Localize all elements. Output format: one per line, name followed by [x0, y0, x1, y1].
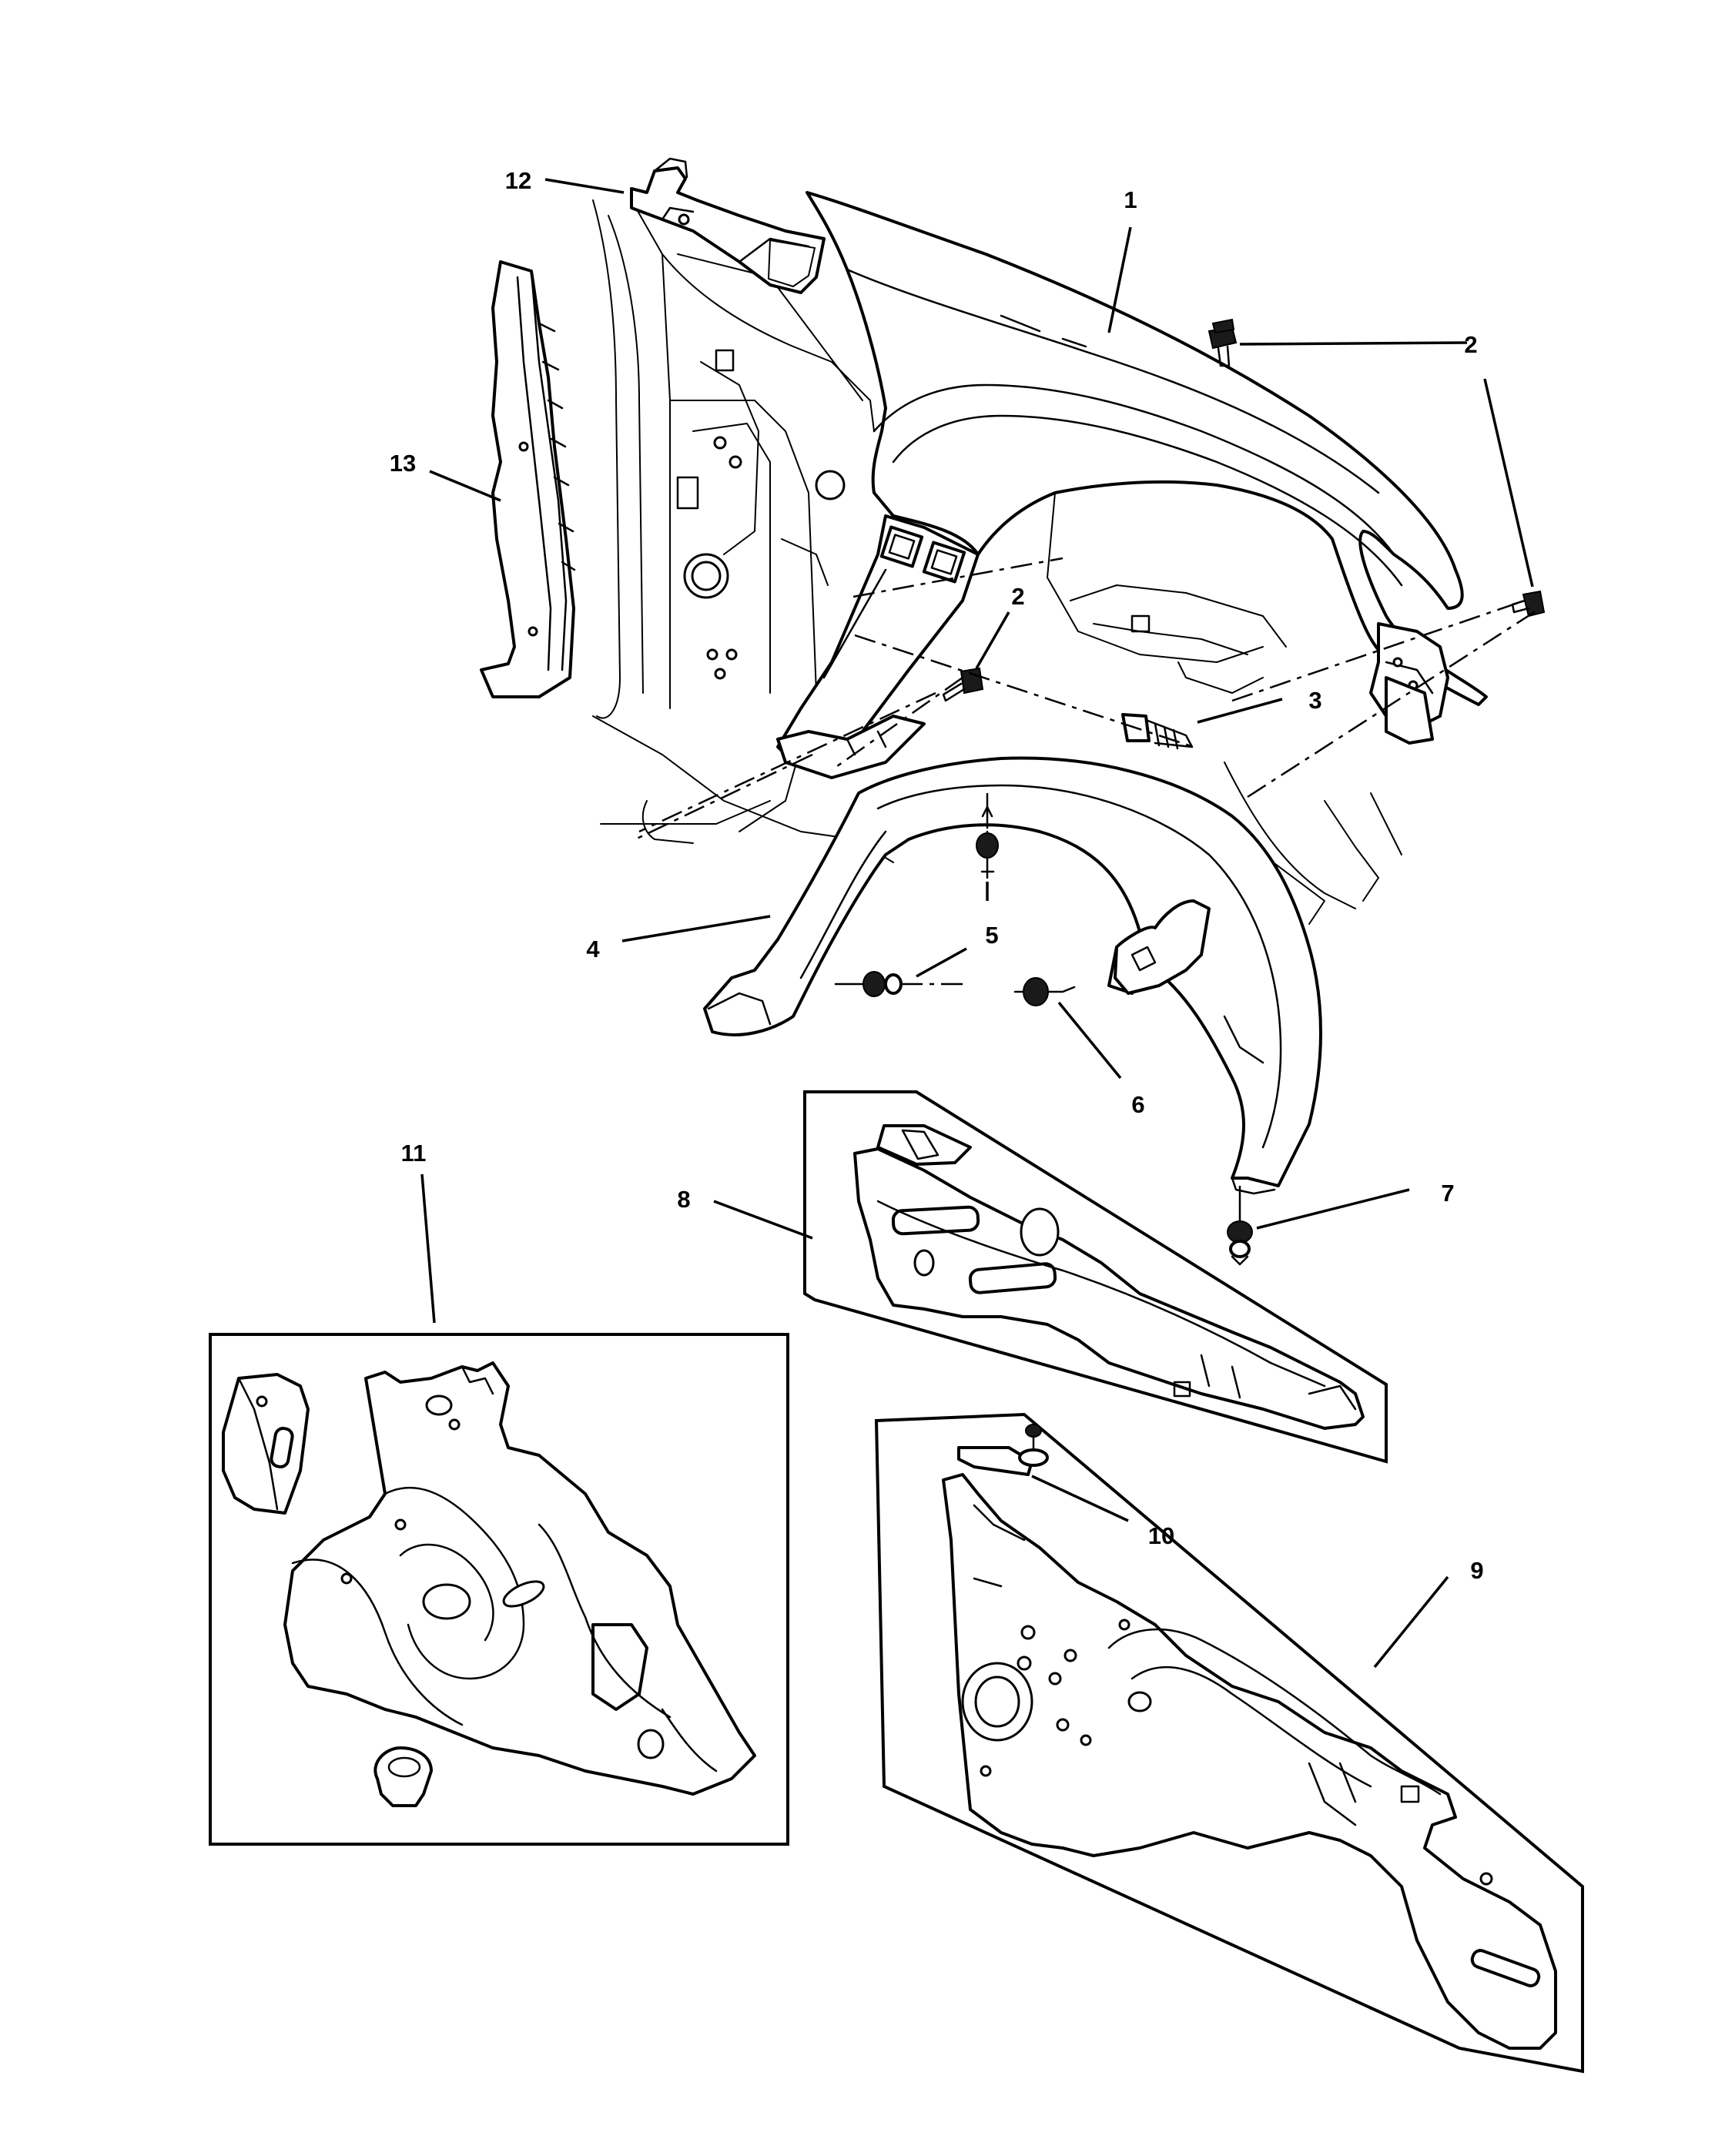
- callout-4: 4: [586, 936, 600, 962]
- part-3-stud: [1121, 713, 1194, 750]
- part-1-lower-bracket: [776, 514, 980, 779]
- leader-10: [1031, 1475, 1129, 1522]
- leader-12: [544, 178, 625, 194]
- part-2-bolt-upper: [1208, 318, 1238, 367]
- callout-5: 5: [985, 922, 998, 949]
- vehicle-body-structure: [592, 199, 1402, 925]
- part-1-fender: [806, 191, 1488, 745]
- leader-6: [1057, 1001, 1122, 1080]
- callout-12: 12: [505, 167, 531, 194]
- part-2-bolt-right: [1511, 590, 1546, 618]
- leader-3: [1197, 698, 1283, 724]
- part-8-frame: [803, 1090, 1388, 1464]
- leader-4: [621, 915, 771, 942]
- leader-7: [1256, 1188, 1410, 1230]
- callout-6: 6: [1131, 1091, 1144, 1118]
- callout-2-middle: 2: [1011, 583, 1024, 610]
- leader-11: [420, 1173, 436, 1324]
- part-11-frame: [209, 1333, 789, 1846]
- callout-3: 3: [1308, 687, 1321, 714]
- part-9-frame: [874, 1412, 1584, 2074]
- part-13-pillar-seal: [480, 260, 576, 698]
- leader-5: [916, 947, 967, 978]
- part-7-clip: [1227, 1204, 1253, 1266]
- callout-11: 11: [401, 1140, 427, 1167]
- leader-2-middle: [975, 611, 1010, 669]
- part-4-wheelhouse-liner: [703, 756, 1322, 1195]
- leader-lines: [420, 178, 1534, 1669]
- part-11-wheelhouse-assembly: [209, 1333, 789, 1846]
- callout-1: 1: [1124, 186, 1137, 213]
- leader-1: [1107, 226, 1132, 333]
- callout-7: 7: [1441, 1180, 1454, 1207]
- part-10-bracket: [957, 1424, 1049, 1476]
- leader-2-upper: [1239, 341, 1468, 346]
- assembly-lines: [635, 557, 1541, 1205]
- leader-13: [429, 470, 501, 502]
- callout-8: 8: [677, 1186, 690, 1213]
- leader-8: [713, 1200, 813, 1240]
- leader-2-right: [1483, 378, 1534, 588]
- part-2-bolt-middle: [942, 667, 984, 702]
- callout-13: 13: [390, 450, 416, 477]
- part-9-inner-panel: [874, 1412, 1584, 2074]
- leader-9: [1373, 1575, 1449, 1669]
- callout-9: 9: [1470, 1557, 1483, 1584]
- part-8-inner-shield: [803, 1090, 1388, 1464]
- callout-labels: 1 2 2 3 4 5 6 7 8 9 10 11 12 13: [390, 167, 1484, 1584]
- part-5-clip-left: [834, 971, 903, 997]
- callout-2-upper: 2: [1464, 331, 1477, 358]
- part-6-nut: [1013, 977, 1076, 1006]
- callout-10: 10: [1148, 1522, 1174, 1549]
- part-12-hood-hinge: [630, 157, 826, 294]
